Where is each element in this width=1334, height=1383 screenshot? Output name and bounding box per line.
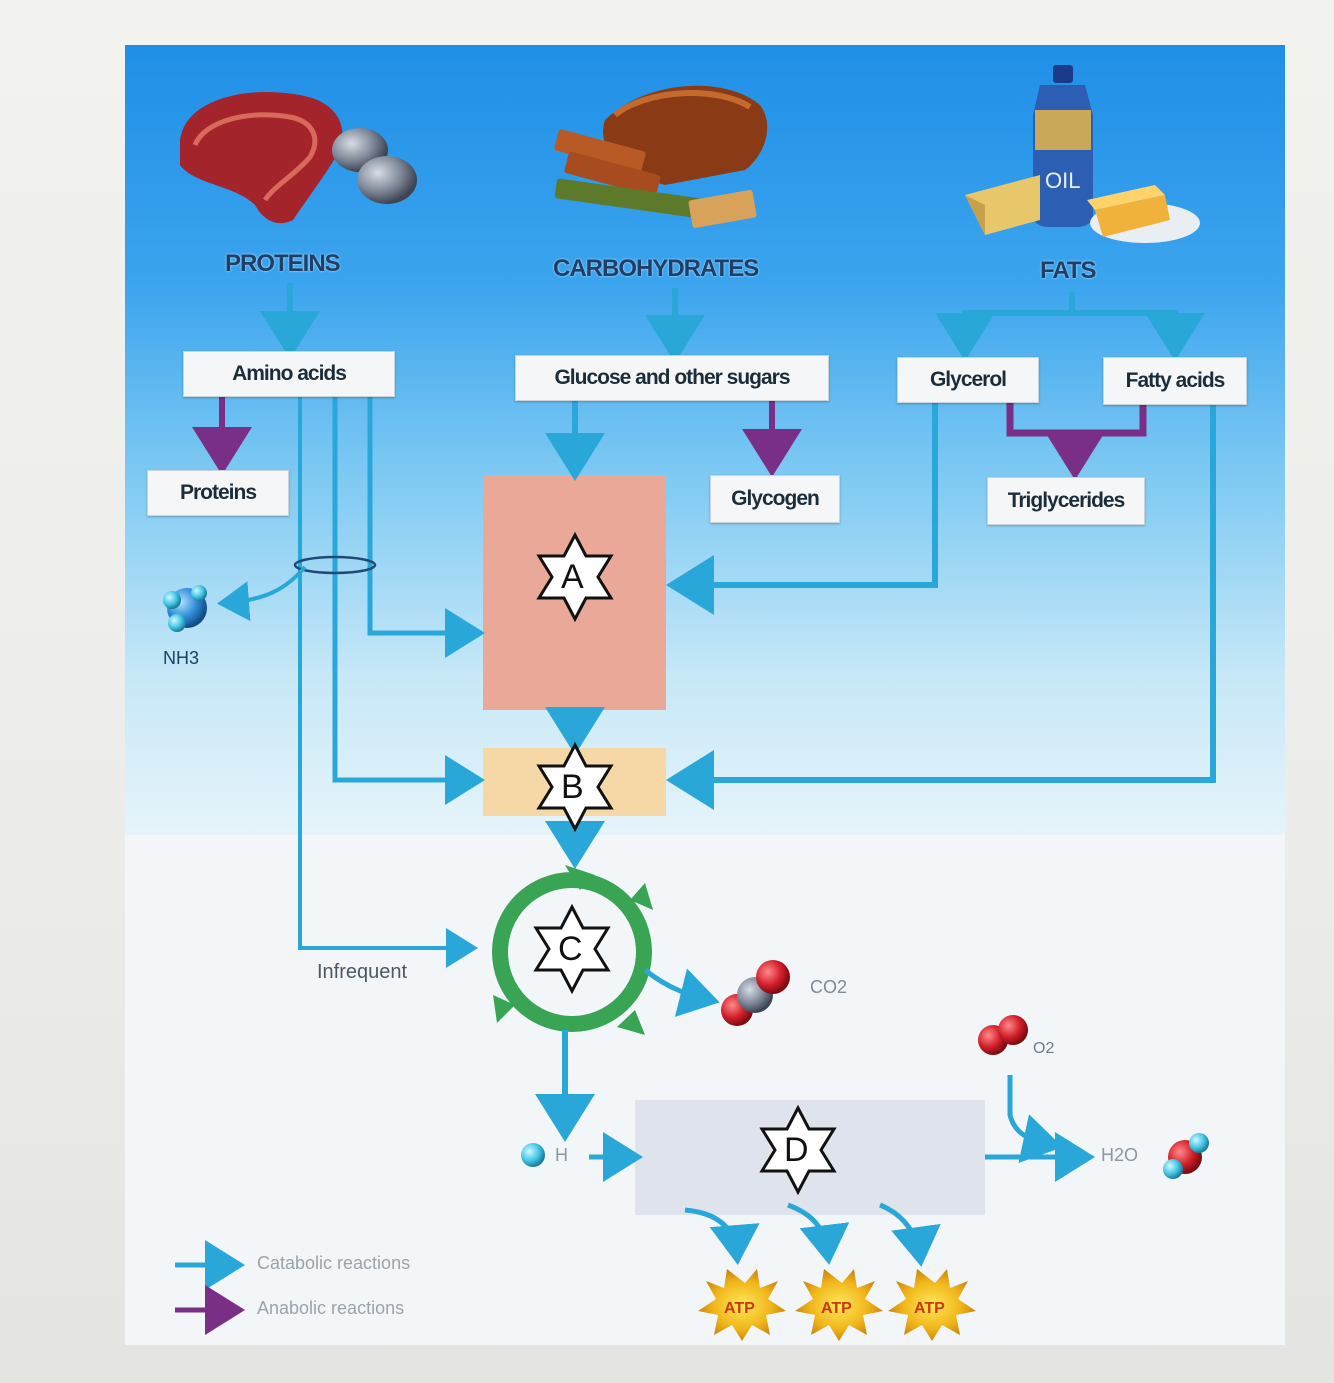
krebs-cycle-ring (492, 865, 653, 1035)
stage-b-star-icon (536, 741, 614, 833)
atp-burst-2 (795, 1269, 883, 1341)
nh3-label: NH3 (163, 648, 200, 668)
stage-c-star-icon (533, 903, 611, 995)
proteins-box: Proteins (147, 470, 289, 516)
o2-label: O2 (1033, 1040, 1055, 1057)
nh3-molecule-icon (163, 585, 207, 632)
h2o-label: H2O (1101, 1145, 1139, 1165)
stage-c-label: C (558, 930, 583, 968)
category-proteins: PROTEINS (225, 250, 341, 277)
co2-molecule-icon (721, 960, 790, 1026)
fatty-acids-box: Fatty acids (1103, 357, 1247, 405)
legend-anabolic: Anabolic reactions (257, 1298, 405, 1318)
atp-burst-1 (698, 1269, 786, 1341)
oil-cheese-butter-illustration (965, 65, 1200, 243)
o2-molecule-icon (978, 1015, 1028, 1055)
stage-b-label: B (561, 768, 584, 806)
oil-bottle-label: OIL (1045, 168, 1081, 193)
category-fats: FATS (1040, 257, 1097, 284)
hydrogen-atom-icon (521, 1143, 545, 1167)
atp-label-1: ATP (724, 1300, 755, 1317)
diagram-graphics (163, 65, 1216, 1341)
bread-illustration (554, 85, 768, 228)
infrequent-label: Infrequent (317, 961, 408, 983)
atp-label-2: ATP (821, 1300, 852, 1317)
legend-catabolic: Catabolic reactions (257, 1253, 411, 1273)
atp-label-3: ATP (914, 1300, 945, 1317)
atp-burst-3 (888, 1269, 976, 1341)
triglycerides-box: Triglycerides (987, 477, 1145, 525)
meat-illustration (180, 92, 417, 224)
metabolism-diagram: OIL PROTEINS CARBOHYDRATES FATS Amino ac… (125, 45, 1285, 1345)
stage-d-star-icon (759, 1104, 837, 1196)
h-label: H (555, 1145, 568, 1165)
glucose-box: Glucose and other sugars (515, 355, 829, 401)
amino-acids-box: Amino acids (183, 351, 395, 397)
stage-d-label: D (784, 1131, 809, 1169)
stage-a-label: A (561, 558, 584, 596)
glycogen-box: Glycogen (710, 475, 840, 523)
category-carbohydrates: CARBOHYDRATES (553, 255, 759, 282)
glycerol-box: Glycerol (897, 357, 1039, 403)
stage-a-star-icon (536, 531, 614, 623)
co2-label: CO2 (810, 977, 848, 997)
h2o-molecule-icon (1163, 1133, 1209, 1179)
